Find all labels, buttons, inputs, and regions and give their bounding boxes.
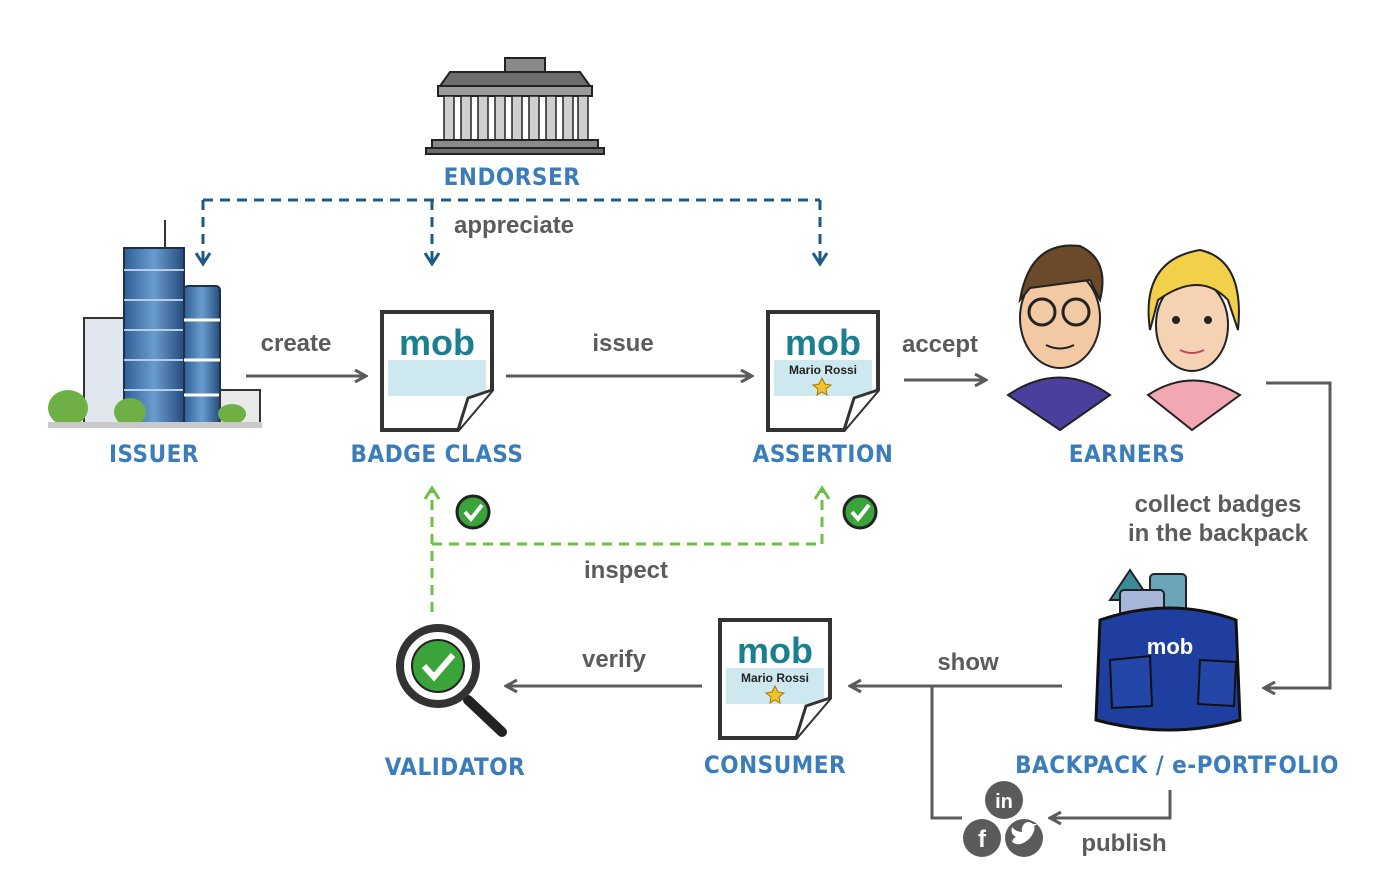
- publish-arrow: [1050, 790, 1172, 818]
- check-icon: [842, 494, 878, 530]
- edge-label-create: create: [261, 330, 332, 357]
- star-icon: [764, 684, 786, 704]
- svg-text:f: f: [978, 826, 987, 853]
- endorser-label: ENDORSER: [444, 163, 581, 191]
- assertion-label: ASSERTION: [753, 440, 894, 468]
- consumer-label: CONSUMER: [704, 751, 846, 779]
- collect-arrow: [1264, 381, 1332, 688]
- earners-label: EARNERS: [1069, 440, 1186, 468]
- show-social-line: [930, 686, 962, 820]
- earner-man-icon: [1006, 244, 1112, 432]
- badge-class-icon: [380, 310, 494, 432]
- issuer-building-icon: [48, 220, 262, 428]
- edge-label-issue: issue: [592, 330, 653, 357]
- edge-label-collect-line1: collect badges: [1135, 491, 1302, 518]
- assertion-badge-icon: [766, 310, 880, 432]
- consumer-logo: mob: [737, 630, 813, 671]
- backpack-icon: mob: [1094, 568, 1242, 732]
- consumer-earner-name: Mario Rossi: [741, 671, 809, 685]
- edge-label-collect-line2: in the backpack: [1128, 520, 1309, 547]
- twitter-icon: [1005, 819, 1043, 857]
- facebook-icon: f: [963, 819, 1001, 857]
- edge-label-appreciate: appreciate: [454, 212, 574, 239]
- assertion-logo: mob: [785, 322, 861, 363]
- badge-class-label: BADGE CLASS: [351, 440, 524, 468]
- edge-label-verify: verify: [582, 646, 647, 673]
- check-icon: [455, 494, 491, 530]
- issuer-label: ISSUER: [109, 440, 199, 468]
- edge-label-publish: publish: [1081, 830, 1166, 857]
- magnifier-check-icon: [396, 624, 507, 737]
- endorse-connector: [203, 198, 820, 264]
- badge-class-logo: mob: [399, 322, 475, 363]
- consumer-badge-icon: [718, 618, 832, 740]
- edge-label-show: show: [937, 649, 999, 676]
- endorser-building-icon: [425, 57, 605, 155]
- earner-woman-icon: [1146, 248, 1242, 432]
- assertion-earner-name: Mario Rossi: [789, 363, 857, 377]
- svg-text:in: in: [995, 791, 1013, 813]
- inspect-connector: [432, 488, 822, 612]
- backpack-label: BACKPACK / e-PORTFOLIO: [1015, 751, 1339, 779]
- edge-label-accept: accept: [902, 331, 978, 358]
- validator-label: VALIDATOR: [385, 753, 526, 781]
- linkedin-icon: in: [985, 781, 1023, 819]
- edge-label-inspect: inspect: [584, 557, 668, 584]
- star-icon: [811, 376, 833, 396]
- backpack-logo: mob: [1147, 634, 1193, 659]
